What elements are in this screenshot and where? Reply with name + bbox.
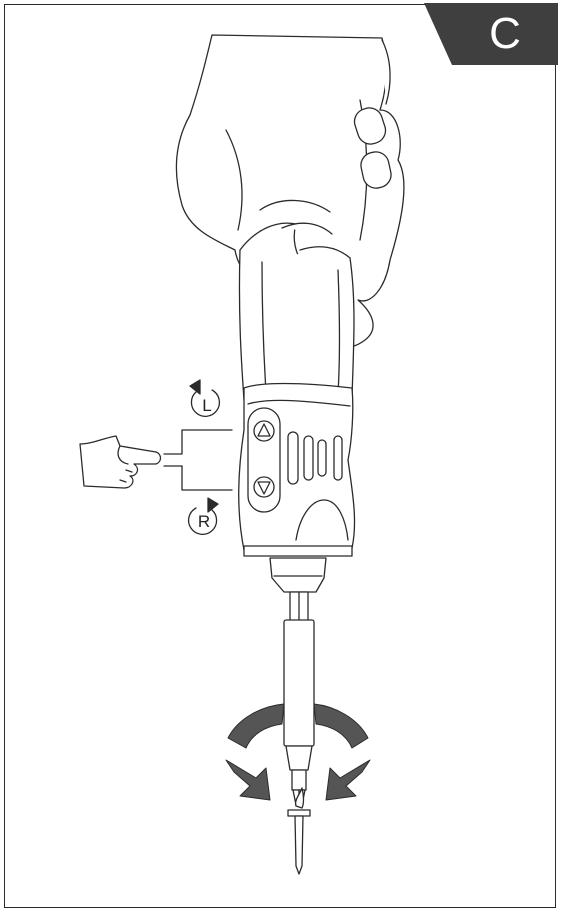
rotate-left-label: L	[197, 396, 217, 416]
screwdriver-body	[239, 250, 355, 592]
pointing-hand-icon	[80, 436, 161, 488]
direction-bracket	[164, 430, 232, 490]
rotate-right-label: R	[194, 512, 214, 532]
screwdriver-shaft	[284, 592, 314, 874]
